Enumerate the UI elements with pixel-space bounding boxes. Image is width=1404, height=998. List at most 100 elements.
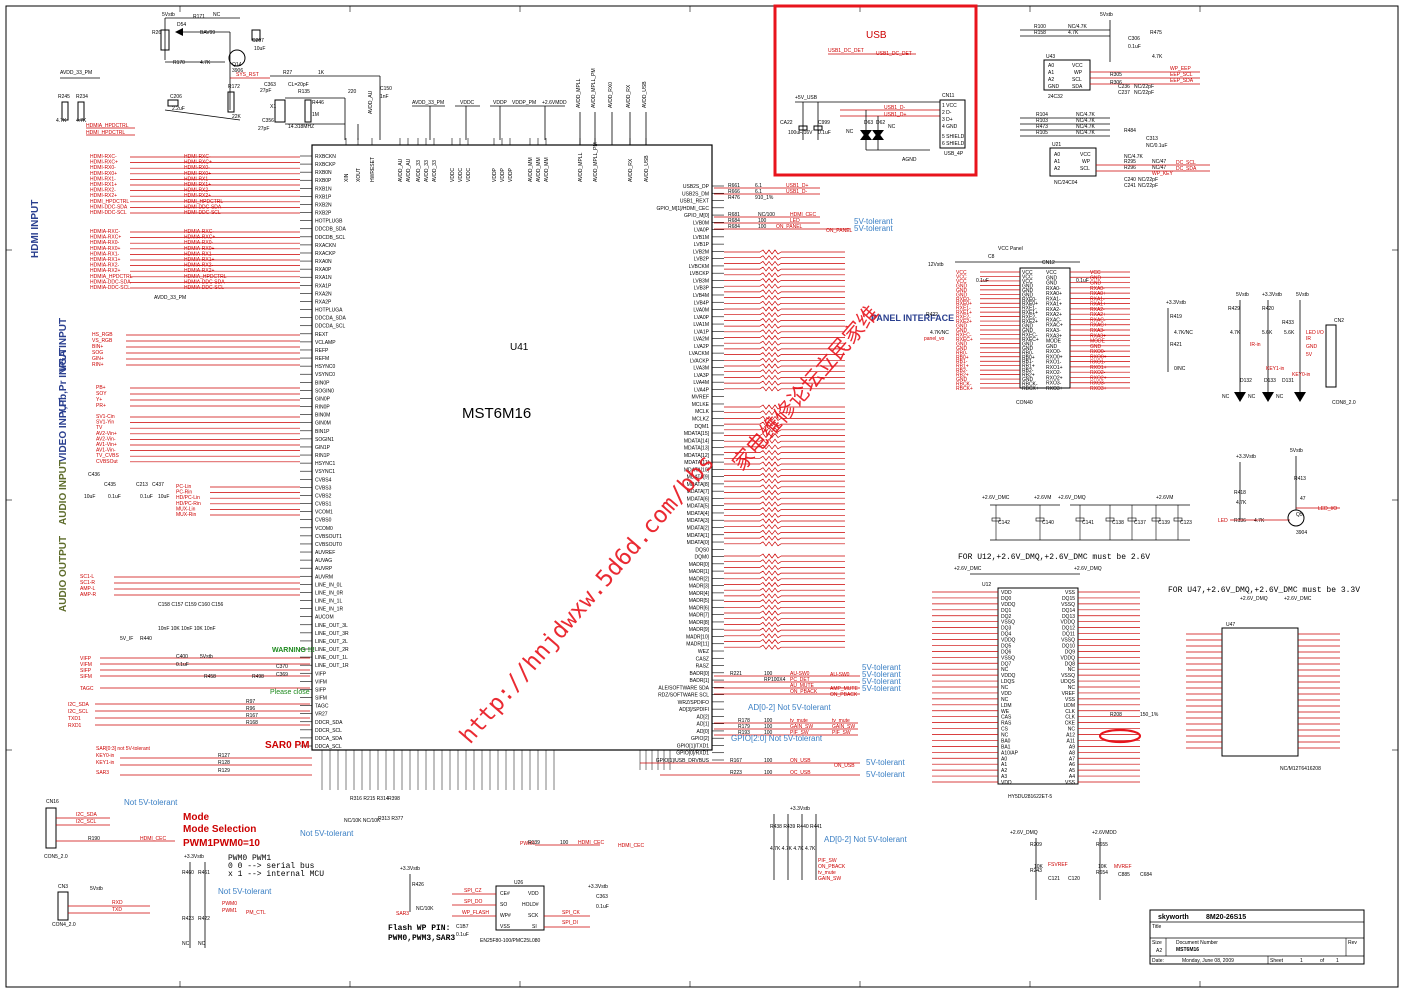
ddr-pin-right: CLK bbox=[1065, 709, 1075, 715]
tol-note-2: Not 5V-tolerant bbox=[300, 829, 354, 838]
audio-in-net: HD/PC-Lin bbox=[176, 495, 200, 501]
rail-26vmdd: +2.6VMDD bbox=[542, 100, 567, 106]
usb-cap-val2: 0.1uF bbox=[818, 130, 831, 136]
svg-text:C150: C150 bbox=[380, 86, 392, 92]
ddr-pin-left: A1 bbox=[1001, 762, 1007, 768]
audio-in-net: MUX-Lin bbox=[176, 506, 196, 512]
chip-pin-top: AVDD_33 bbox=[416, 160, 422, 182]
sar-net-key0: KEY0-in bbox=[96, 753, 115, 759]
ddr-pin-right: VSSQ bbox=[1061, 638, 1075, 644]
warning-label: WARNING !!! bbox=[272, 647, 315, 654]
svg-text:5V: 5V bbox=[1306, 352, 1313, 358]
chip-pin-left: VR27 bbox=[315, 712, 328, 718]
svg-text:C436: C436 bbox=[88, 472, 100, 478]
svg-text:NC: NC bbox=[1248, 394, 1256, 400]
chip-pin-left: LINE_OUT_1L bbox=[315, 655, 348, 661]
svg-text:FSVREF: FSVREF bbox=[1048, 862, 1068, 868]
ddr-pin-right: DQ12 bbox=[1062, 626, 1075, 632]
lvds-pin-right: RXA1- bbox=[1046, 296, 1061, 302]
ddr-pin-right: A9 bbox=[1069, 744, 1075, 750]
hdmi-net: HDMI_HPDCTRL bbox=[90, 199, 129, 205]
svg-text:R433: R433 bbox=[1282, 320, 1294, 326]
sar-net-key1: KEY1-in bbox=[96, 760, 115, 766]
tol-note-1b: Not 5V-tolerant bbox=[218, 887, 272, 896]
lvds-pin-left: RXEC+ bbox=[1022, 337, 1039, 343]
video-group: VIDEO INPUT SV1-CinSV1-YinTVAV2-Vin+AV2-… bbox=[58, 398, 300, 465]
ddr-pin-right: DQ8 bbox=[1065, 661, 1076, 667]
sdram-part: NC/M12T6416208 bbox=[1280, 766, 1321, 772]
svg-text:C437: C437 bbox=[152, 482, 164, 488]
svg-text:R681: R681 bbox=[728, 212, 740, 218]
chip-pin-right: LVB2M bbox=[693, 249, 709, 255]
chip-pin-top: AVDD_33 bbox=[432, 160, 438, 182]
flash-note-pins: PWM0,PWM3,SAR3 bbox=[388, 934, 455, 943]
tb-company: skyworth bbox=[1158, 914, 1189, 921]
usb-diode-d62: D62 bbox=[876, 120, 885, 126]
chip-pin-right: LVB1P bbox=[694, 242, 710, 248]
ddr-pin-left: RAS bbox=[1001, 721, 1012, 727]
svg-text:ON_PANEL: ON_PANEL bbox=[826, 228, 853, 234]
rail-avdd33pm-1: AVDD_33_PM bbox=[60, 70, 92, 76]
lvds-pin-left: RXE2+ bbox=[1022, 319, 1038, 325]
cn16-net-sda: I2C_SDA bbox=[76, 812, 98, 818]
lvds-pin-right: GND bbox=[1046, 344, 1058, 350]
video-net: CVBSOut bbox=[96, 459, 118, 465]
chip-pin-top: VDDP bbox=[492, 167, 498, 182]
chip-pin-right: MDATA[13] bbox=[684, 446, 710, 452]
mode-selection: Mode Mode Selection PWM1PWM0=10 PWM0 PWM… bbox=[182, 812, 324, 948]
svg-text:TXD1: TXD1 bbox=[68, 716, 81, 722]
rail-avdd-au: AVDD_AU bbox=[368, 90, 374, 114]
usb-cap-ca22: CA22 bbox=[780, 120, 793, 126]
chip-pin-right: MDATA[7] bbox=[687, 489, 710, 495]
lvds-net-right: RXO2+ bbox=[1090, 375, 1107, 381]
ddr-part: HY5DU281622ET-5 bbox=[1008, 794, 1052, 800]
ddr-pin-right: A6 bbox=[1069, 762, 1075, 768]
svg-text:5Vstb: 5Vstb bbox=[1290, 448, 1303, 454]
hdmi-net: HDMI-RX1+ bbox=[90, 182, 117, 188]
chip-pin-right: MDATA[4] bbox=[687, 511, 710, 517]
svg-text:R423: R423 bbox=[182, 916, 194, 922]
chip-pin-right: BADR[0] bbox=[690, 671, 710, 677]
lvds-pin-right: RXO0- bbox=[1046, 349, 1062, 355]
tb-rev-label: Rev bbox=[1348, 940, 1357, 946]
svg-text:NC/22pF: NC/22pF bbox=[1134, 90, 1154, 96]
hdmi-net: HDMIA-RXC+ bbox=[90, 235, 121, 241]
cn16-net-scl: I2C_SCL bbox=[76, 819, 97, 825]
chip-pin-left: DDCR_SCL bbox=[315, 728, 342, 734]
chip-pin-left: AUCOM bbox=[315, 615, 334, 621]
svg-text:R193: R193 bbox=[738, 730, 750, 736]
svg-text:R413: R413 bbox=[1294, 476, 1306, 482]
chip-pin-left: BIN0P bbox=[315, 380, 330, 386]
svg-text:10uF: 10uF bbox=[158, 494, 169, 500]
chip-pin-right: LVB4P bbox=[694, 300, 710, 306]
ddr-pin-left: NC bbox=[1001, 667, 1009, 673]
svg-text:PIF_SW: PIF_SW bbox=[818, 858, 837, 864]
svg-text:A0: A0 bbox=[1054, 152, 1060, 158]
audio-in-net: MUX-Rin bbox=[176, 512, 196, 518]
title-block: skyworth 8M20-26S15 Title Size A2 Docume… bbox=[1149, 909, 1365, 965]
svg-text:R208: R208 bbox=[1110, 712, 1122, 718]
mode-sub: PWM1PWM0=10 bbox=[183, 838, 260, 849]
svg-text:R419: R419 bbox=[1170, 314, 1182, 320]
svg-text:USB1_D-: USB1_D- bbox=[786, 189, 807, 195]
svg-text:NC: NC bbox=[1276, 394, 1284, 400]
eeprom-pin-scl: SCL bbox=[1072, 77, 1082, 83]
usb-pin-3: 3 D+ bbox=[942, 117, 953, 123]
svg-text:R223: R223 bbox=[730, 770, 742, 776]
eeprom2-net-scl: DC_SCL bbox=[1176, 160, 1196, 166]
chip-pin-left: LINE_IN_1L bbox=[315, 599, 342, 605]
chip-pin-left: CVBS1 bbox=[315, 502, 332, 508]
svg-text:R458: R458 bbox=[204, 674, 216, 680]
svg-text:R654: R654 bbox=[1096, 870, 1108, 876]
svg-text:C158 C157 C159 C160 C156: C158 C157 C159 C160 C156 bbox=[158, 602, 224, 608]
lvds-rail: VCC Panel bbox=[998, 246, 1023, 252]
chip-pin-left: LINE_OUT_1R bbox=[315, 663, 349, 669]
keys-diode-1: D132 bbox=[1240, 378, 1252, 384]
svg-text:I2C_SDA: I2C_SDA bbox=[68, 702, 90, 708]
svg-text:4.7K: 4.7K bbox=[1152, 54, 1163, 60]
chip-pin-left: LINE_OUT_3L bbox=[315, 623, 348, 629]
svg-text:NC/0.1uF: NC/0.1uF bbox=[1146, 143, 1167, 149]
svg-text:NC/10K NC/10K: NC/10K NC/10K bbox=[344, 818, 381, 824]
ddr-cap: C123 bbox=[1180, 520, 1192, 526]
svg-text:+3.3Vstb: +3.3Vstb bbox=[1166, 300, 1186, 306]
